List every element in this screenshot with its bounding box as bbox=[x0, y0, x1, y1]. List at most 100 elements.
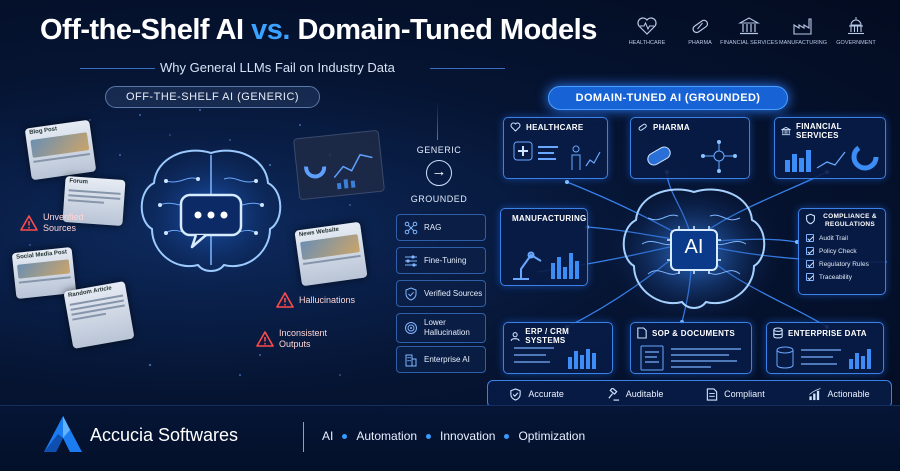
benefit-label: Accurate bbox=[528, 389, 564, 399]
industry-healthcare: HEALTHCARE bbox=[617, 16, 677, 47]
healthcare-visual bbox=[513, 141, 601, 170]
method-label: RAG bbox=[424, 223, 442, 232]
warning-text: Unverified Sources bbox=[43, 212, 84, 233]
bullet-dot-icon bbox=[342, 433, 348, 439]
card-title: COMPLIANCE & REGULATIONS bbox=[823, 213, 877, 229]
enterprise-data-visual bbox=[776, 346, 871, 369]
document-icon bbox=[637, 327, 647, 339]
warning-icon bbox=[276, 292, 294, 308]
warning-hallucinations: Hallucinations bbox=[276, 292, 355, 308]
ai-chip-label: AI bbox=[684, 236, 704, 258]
industry-pharma: PHARMA bbox=[670, 16, 730, 47]
tag-item: Automation bbox=[356, 429, 418, 443]
bank-icon bbox=[781, 126, 792, 136]
erp-visual bbox=[514, 347, 596, 369]
bullet-dot-icon bbox=[504, 433, 510, 439]
benefit-label: Auditable bbox=[625, 389, 664, 399]
method-enterprise-ai: Enterprise AI bbox=[396, 346, 486, 373]
compliance-item: Policy Check bbox=[806, 247, 878, 256]
section-label-generic: OFF-THE-SHELF AI (GENERIC) bbox=[105, 86, 320, 108]
card-header: SOP & DOCUMENTS bbox=[631, 323, 751, 343]
industry-label: MANUFACTURING bbox=[779, 40, 827, 46]
industry-label: GOVERNMENT bbox=[836, 40, 876, 46]
from-label: GENERIC bbox=[416, 145, 462, 155]
method-label: Fine-Tuning bbox=[424, 256, 467, 265]
card-healthcare: HEALTHCARE bbox=[503, 117, 608, 179]
industry-government: GOVERNMENT bbox=[826, 16, 886, 47]
benefit-label: Actionable bbox=[827, 389, 870, 399]
page-title: Off-the-Shelf AI vs. Domain-Tuned Models bbox=[40, 14, 597, 47]
card-header: FINANCIAL SERVICES bbox=[775, 118, 885, 144]
card-header: PHARMA bbox=[631, 118, 749, 136]
warning-icon bbox=[20, 214, 38, 231]
benefit-label: Compliant bbox=[724, 389, 765, 399]
robot-arm-visual bbox=[513, 251, 579, 280]
title-vs: vs. bbox=[251, 14, 290, 46]
arrow-right-icon: → bbox=[426, 160, 452, 186]
tag-item: AI bbox=[322, 429, 334, 443]
financial-visual bbox=[785, 143, 879, 172]
bullet-dot-icon bbox=[426, 433, 432, 439]
benefit-accurate: Accurate bbox=[509, 387, 564, 401]
warning-text: Inconsistent Outputs bbox=[279, 328, 328, 349]
method-label: Enterprise AI bbox=[424, 355, 470, 364]
compliance-item: Audit Trail bbox=[806, 234, 878, 243]
factory-icon bbox=[793, 18, 812, 35]
industry-label: HEALTHCARE bbox=[628, 40, 666, 46]
benefits-bar: Accurate Auditable Compliant Actionable bbox=[487, 380, 892, 408]
text-line bbox=[67, 199, 104, 204]
sop-visual bbox=[640, 345, 741, 371]
shield-check-icon bbox=[806, 213, 815, 225]
title-part1: Off-the-Shelf AI bbox=[40, 14, 244, 46]
method-label: Verified Sources bbox=[424, 289, 483, 298]
panel-divider bbox=[437, 100, 438, 140]
shield-check-icon bbox=[510, 387, 522, 401]
bar-chart-icon bbox=[808, 387, 821, 400]
footer-divider bbox=[303, 422, 304, 452]
source-card-blog: Blog Post bbox=[24, 119, 97, 181]
source-card-news: News Website bbox=[294, 221, 368, 287]
card-erp-crm: ERP / CRM SYSTEMS bbox=[503, 322, 613, 374]
card-title: FINANCIAL SERVICES bbox=[796, 122, 842, 140]
card-header: COMPLIANCE & REGULATIONS bbox=[799, 209, 885, 233]
to-label: GROUNDED bbox=[410, 194, 468, 204]
user-icon bbox=[510, 331, 520, 341]
industry-manufacturing: MANUFACTURING bbox=[773, 16, 833, 47]
footer-bar bbox=[0, 405, 900, 471]
card-title: HEALTHCARE bbox=[526, 122, 584, 132]
title-part2: Domain-Tuned Models bbox=[297, 14, 598, 46]
pill-icon bbox=[692, 19, 709, 34]
shield-check-icon bbox=[405, 286, 417, 301]
card-compliance: COMPLIANCE & REGULATIONS Audit Trail Pol… bbox=[798, 208, 886, 295]
warning-text: Hallucinations bbox=[299, 294, 356, 305]
page-subtitle: Why General LLMs Fail on Industry Data bbox=[160, 60, 395, 75]
bank-icon bbox=[738, 17, 760, 35]
checkbox-icon bbox=[806, 273, 814, 282]
warning-inconsistent: Inconsistent Outputs bbox=[256, 328, 341, 350]
footer-tags: AI Automation Innovation Optimization bbox=[322, 429, 585, 443]
network-icon bbox=[404, 221, 418, 234]
compliance-item: Regulatory Rules bbox=[806, 260, 878, 269]
industry-financial: FINANCIAL SERVICES bbox=[719, 16, 779, 47]
checkbox-icon bbox=[806, 260, 814, 269]
compliance-item-label: Policy Check bbox=[819, 247, 857, 255]
method-fine-tuning: Fine-Tuning bbox=[396, 247, 486, 274]
gavel-icon bbox=[608, 387, 619, 401]
analytics-chart-icon bbox=[304, 153, 373, 190]
subtitle-rule-left bbox=[80, 68, 155, 69]
card-title: ERP / CRM SYSTEMS bbox=[525, 327, 570, 345]
compliance-list: Audit Trail Policy Check Regulatory Rule… bbox=[799, 233, 885, 287]
pill-icon bbox=[638, 123, 647, 131]
industry-label: PHARMA bbox=[688, 40, 712, 46]
card-header: MANUFACTURING bbox=[501, 209, 587, 228]
method-label: Lower Hallucination bbox=[424, 318, 470, 337]
capitol-icon bbox=[848, 17, 864, 35]
source-card-random: Random Article bbox=[63, 281, 135, 349]
compliance-item: Traceability bbox=[806, 273, 878, 282]
benefit-compliant: Compliant bbox=[706, 387, 765, 401]
card-manufacturing: MANUFACTURING bbox=[500, 208, 588, 286]
warning-unverified: Unverified Sources bbox=[20, 212, 98, 234]
ai-brain-icon bbox=[606, 181, 782, 325]
brand-name: Accucia Softwares bbox=[90, 425, 239, 445]
